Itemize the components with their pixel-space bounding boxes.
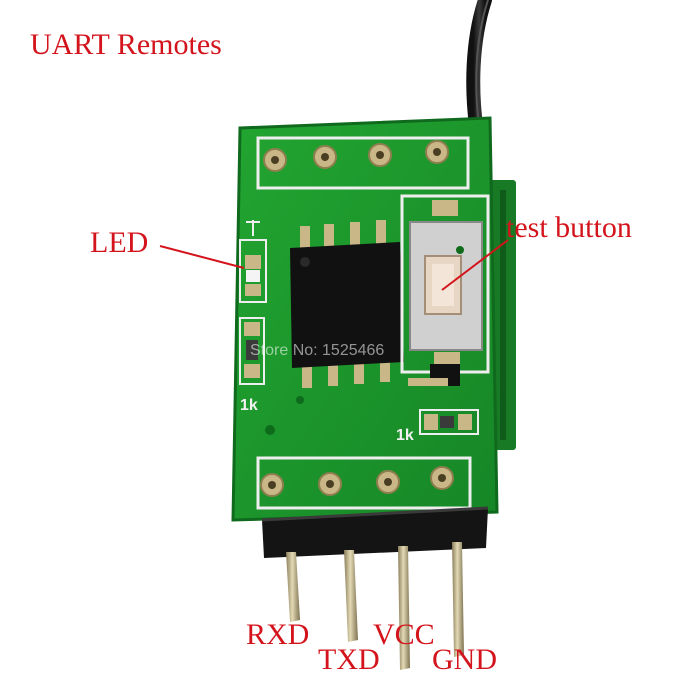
top-pad-row — [256, 136, 470, 190]
test-button-label: test button — [506, 211, 632, 244]
led-label: LED — [90, 226, 149, 259]
pin-label-rxd: RXD — [246, 618, 310, 651]
pin-label-txd: TXD — [318, 643, 380, 676]
bottom-pad-row — [256, 456, 472, 510]
pin-label-gnd: GND — [432, 643, 497, 676]
led-pointer-line — [159, 245, 245, 269]
store-watermark: Store No: 1525466 — [250, 342, 385, 359]
left-resistor — [239, 317, 265, 385]
led-component — [239, 220, 267, 303]
pin-label-vcc: VCC — [373, 618, 435, 651]
header-pins — [286, 542, 464, 670]
transistor — [408, 364, 460, 386]
right-resistor — [419, 409, 479, 435]
title-label: UART Remotes — [30, 28, 222, 61]
ic-chip — [290, 220, 404, 388]
resistor-left-marking: 1k — [240, 397, 258, 414]
resistor-right-marking: 1k — [396, 427, 414, 444]
test-button-pointer-line — [441, 239, 509, 291]
pin-header-plastic — [262, 508, 488, 558]
test-button-component — [400, 194, 490, 374]
